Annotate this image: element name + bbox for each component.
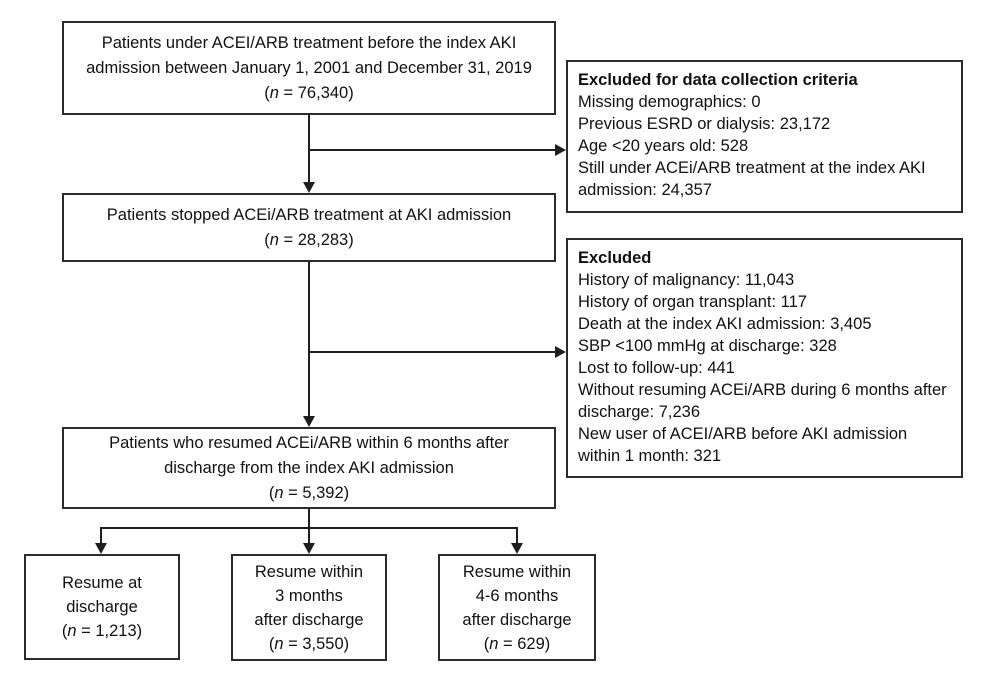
n-open: ( [264, 83, 270, 102]
box-text-line: after discharge [462, 610, 572, 629]
n-open: ( [268, 634, 275, 653]
exclusion-item: Previous ESRD or dialysis: 23,172 [578, 115, 831, 133]
n-rest: = 28,283) [278, 230, 354, 249]
box-resume-at-discharge: Resume at discharge (n = 1,213) [24, 554, 180, 660]
box-text-line: Patients under ACEI/ARB treatment before… [101, 33, 517, 52]
exclusion-item: Age <20 years old: 528 [578, 137, 749, 155]
box-resumed-within-6-months: Patients who resumed ACEi/ARB within 6 m… [62, 427, 556, 509]
n-rest: = 76,340) [278, 83, 354, 102]
n-open: ( [264, 230, 270, 249]
exclusion-title: Excluded for data collection criteria [578, 71, 858, 89]
arrow-resumed-to-split [303, 509, 315, 554]
box-text-line: Resume at [62, 574, 142, 592]
arrow-stopped-to-resumed [303, 262, 315, 427]
box-text-line: 3 months [275, 586, 343, 605]
n-count: (n = 28,283) [264, 228, 353, 253]
exclusion-item: Without resuming ACEi/ARB during 6 month… [578, 381, 947, 421]
n-var: n [274, 483, 284, 502]
box-text-line: Patients stopped ACEi/ARB treatment at A… [106, 205, 512, 224]
box-excluded-data-collection: Excluded for data collection criteria Mi… [566, 60, 963, 213]
n-open: ( [483, 634, 490, 653]
exclusion-item: Still under ACEi/ARB treatment at the in… [578, 159, 926, 199]
arrow-split-to-resume-46m [511, 527, 523, 554]
n-var: n [274, 634, 284, 653]
box-text-line: Patients who resumed ACEi/ARB within 6 m… [109, 433, 509, 452]
exclusion-item: New user of ACEI/ARB before AKI admissio… [578, 425, 908, 465]
n-var: n [269, 230, 279, 249]
arrow-split-to-resume-discharge [95, 527, 107, 554]
arrow-to-exclusion-clinical [309, 346, 566, 358]
exclusion-item: Missing demographics: 0 [578, 93, 761, 111]
exclusion-item: History of organ transplant: 117 [578, 293, 807, 311]
box-initial-cohort: Patients under ACEI/ARB treatment before… [62, 21, 556, 115]
box-text-line: discharge from the index AKI admission [164, 458, 454, 477]
n-var: n [489, 634, 499, 653]
n-count: (n = 76,340) [264, 81, 353, 106]
exclusion-item: History of malignancy: 11,043 [578, 271, 795, 289]
box-stopped-treatment: Patients stopped ACEi/ARB treatment at A… [62, 193, 556, 262]
n-open: ( [61, 622, 68, 640]
n-count: (n = 5,392) [269, 481, 349, 506]
n-count: (n = 1,213) [62, 619, 142, 643]
exclusion-title: Excluded [578, 249, 652, 267]
box-excluded-clinical: Excluded History of malignancy: 11,043 H… [566, 238, 963, 478]
box-text-line: discharge [66, 598, 138, 616]
box-text-line: Resume within [462, 562, 572, 581]
arrow-top-to-stopped [303, 114, 315, 193]
exclusion-item: Lost to follow-up: 441 [578, 359, 735, 377]
n-count: (n = 3,550) [269, 632, 349, 656]
arrow-to-exclusion-data-collection [309, 144, 566, 156]
n-open: ( [268, 483, 275, 502]
n-rest: = 5,392) [283, 483, 350, 502]
n-var: n [269, 83, 279, 102]
box-text-line: Resume within [254, 562, 364, 581]
n-rest: = 629) [498, 634, 551, 653]
box-resume-within-4-6-months: Resume within 4-6 months after discharge… [438, 554, 596, 661]
n-rest: = 1,213) [76, 622, 143, 640]
n-count: (n = 629) [484, 632, 551, 656]
box-text-line: after discharge [254, 610, 364, 629]
exclusion-item: Death at the index AKI admission: 3,405 [578, 315, 872, 333]
box-text-line: 4-6 months [475, 586, 559, 605]
n-rest: = 3,550) [283, 634, 350, 653]
exclusion-item: SBP <100 mmHg at discharge: 328 [578, 337, 837, 355]
box-resume-within-3-months: Resume within 3 months after discharge (… [231, 554, 387, 661]
n-var: n [67, 622, 77, 640]
box-text-line: admission between January 1, 2001 and De… [86, 58, 532, 77]
